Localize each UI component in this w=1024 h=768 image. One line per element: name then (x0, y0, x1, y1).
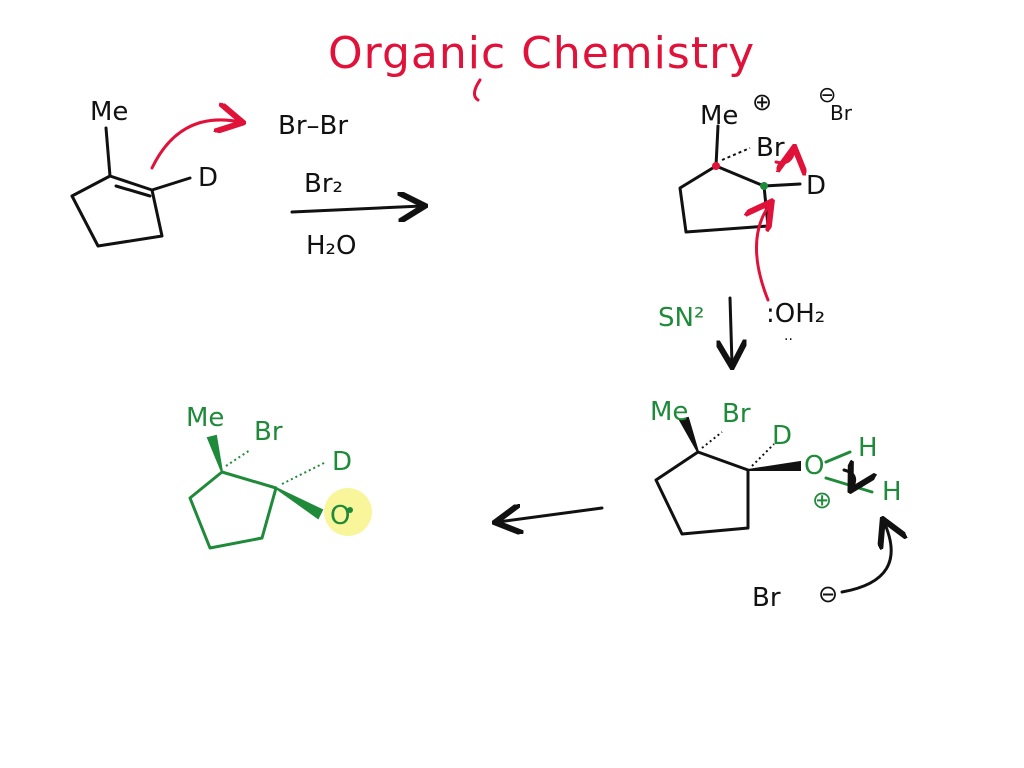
sn2-label: SN² (658, 303, 704, 333)
oxonium-intermediate: Me Br D O H H ⊕ Br ⊖ (650, 397, 902, 613)
cyclopentene-ring (70, 174, 164, 248)
oxonium-d-label: D (772, 421, 792, 451)
curved-arrow-oh-bond (842, 470, 855, 488)
product-o-label: O (330, 501, 350, 531)
reagent-h2o: H₂O (306, 231, 356, 261)
product-hash-d (281, 461, 327, 485)
curved-arrow-bromide-attack (840, 522, 891, 594)
reagent-br2: Br₂ (304, 169, 343, 199)
bromonium-d-label: D (806, 171, 826, 201)
product-wedge-me (206, 434, 223, 473)
bromonium-hash-bond (721, 147, 751, 161)
oh-bond-bottom (824, 476, 874, 494)
reaction-arrow-right (290, 206, 422, 212)
water-nucleophile-label: :OH₂ (766, 299, 825, 329)
oxonium-ring (654, 450, 750, 536)
reactant-d-label: D (198, 163, 218, 193)
reactant-molecule: Me D Br–Br (70, 97, 348, 248)
bromine-molecule-label: Br–Br (278, 111, 348, 141)
bromonium-intermediate: Me ⊕ ⊖ Br Br D (678, 83, 853, 302)
double-bond-line (114, 184, 152, 198)
oxonium-hash-d (751, 443, 775, 467)
product-ring (188, 470, 278, 550)
oxonium-me-label: Me (650, 397, 688, 427)
bromonium-ring (678, 164, 770, 234)
product-hash-br (225, 449, 251, 467)
counterion-minus-charge: ⊖ (818, 83, 836, 108)
curved-arrow-to-bromine (150, 120, 240, 170)
reaction-arrow-left (498, 508, 604, 522)
counterion-br-label: Br (830, 101, 853, 125)
bromide-charge: ⊖ (818, 580, 838, 608)
sn2-step: SN² :OH₂ ·· (658, 296, 825, 364)
product-br-label: Br (254, 417, 283, 447)
cursor-dot (347, 507, 353, 513)
oxonium-wedge-o (747, 460, 801, 471)
deuterium-bond (150, 176, 192, 192)
oxonium-o-label: O (804, 451, 824, 481)
bromonium-methyl-bond (714, 124, 720, 168)
carbon-dot-green (760, 182, 768, 190)
bromonium-plus-charge: ⊕ (752, 88, 772, 116)
product-me-label: Me (186, 403, 224, 433)
reaction-conditions: Br₂ H₂O (290, 169, 422, 261)
carbon-dot-red (712, 162, 720, 170)
title-flourish (473, 78, 482, 102)
oxonium-plus-charge: ⊕ (812, 486, 832, 514)
bromide-label: Br (752, 583, 781, 613)
bromonium-me-label: Me (700, 101, 738, 131)
oxonium-br-label: Br (722, 399, 751, 429)
reaction-arrow-down (730, 296, 732, 364)
product-wedge-o (275, 487, 324, 520)
oxonium-h-bottom: H (882, 477, 902, 507)
methyl-bond (104, 126, 112, 178)
oxonium-h-top: H (858, 433, 878, 463)
reactant-me-label: Me (90, 97, 128, 127)
oxonium-hash-br (701, 431, 723, 449)
water-lone-pair-dots: ·· (784, 332, 793, 348)
curved-arrow-br-departure (774, 150, 794, 163)
oxonium-wedge-me (678, 416, 699, 453)
oh-bond-top (824, 450, 852, 464)
bridging-br-label: Br (756, 133, 785, 163)
page-title: Organic Chemistry (328, 28, 755, 79)
product-d-label: D (332, 447, 352, 477)
curved-arrow-water-attack (756, 204, 770, 302)
bromonium-d-bond (762, 182, 802, 188)
product-molecule: Me Br D O (186, 403, 372, 550)
